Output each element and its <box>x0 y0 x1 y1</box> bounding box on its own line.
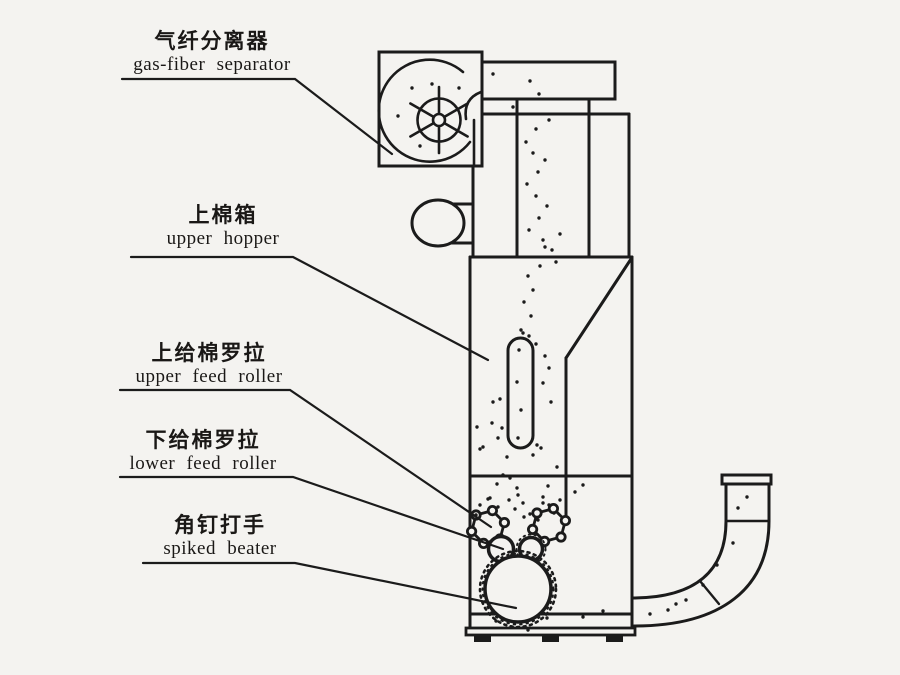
label-en: gas-fiber separator <box>133 54 291 76</box>
leader-gas-fiber-separator <box>120 77 394 156</box>
leader-lines <box>118 77 518 610</box>
label-en: lower feed roller <box>129 453 277 475</box>
vertical-duct <box>471 97 631 259</box>
leader-upper-hopper <box>129 255 490 362</box>
base-foot <box>606 635 623 642</box>
label-zh: 下给棉罗拉 <box>145 428 261 452</box>
label-upper-feed-roller: 上给棉罗拉 upper feed roller <box>89 341 329 388</box>
base-foot <box>474 635 491 642</box>
label-en: spiked beater <box>163 538 277 560</box>
machine-base <box>464 626 637 642</box>
upper-feed-roller-right <box>526 502 572 548</box>
fan-housing <box>377 50 484 168</box>
label-spiked-beater: 角钉打手 spiked beater <box>100 513 340 560</box>
fan-impeller-icon <box>409 85 469 155</box>
fan-volute-icon <box>377 58 483 167</box>
upper-hopper-box <box>468 255 634 632</box>
base-foot <box>542 635 559 642</box>
label-zh: 上给棉罗拉 <box>151 341 267 365</box>
label-upper-hopper: 上棉箱 upper hopper <box>103 203 343 250</box>
fiber-stream-dots <box>396 72 749 632</box>
label-zh: 上棉箱 <box>188 203 258 227</box>
label-en: upper hopper <box>166 228 280 250</box>
label-zh: 气纤分离器 <box>154 29 270 53</box>
label-en: upper feed roller <box>135 366 283 388</box>
leader-lower-feed-roller <box>118 475 505 551</box>
label-gas-fiber-separator: 气纤分离器 gas-fiber separator <box>92 29 332 76</box>
leader-spiked-beater <box>141 561 518 610</box>
label-zh: 角钉打手 <box>174 513 266 537</box>
sight-glass-slot <box>506 336 535 450</box>
pipe-flange <box>720 473 773 486</box>
motor-port <box>410 198 475 248</box>
spiked-beater-drum <box>478 549 558 629</box>
leader-upper-feed-roller <box>118 388 493 529</box>
label-lower-feed-roller: 下给棉罗拉 lower feed roller <box>83 428 323 475</box>
return-bend-duct <box>630 473 773 628</box>
outlet-header <box>480 60 617 101</box>
